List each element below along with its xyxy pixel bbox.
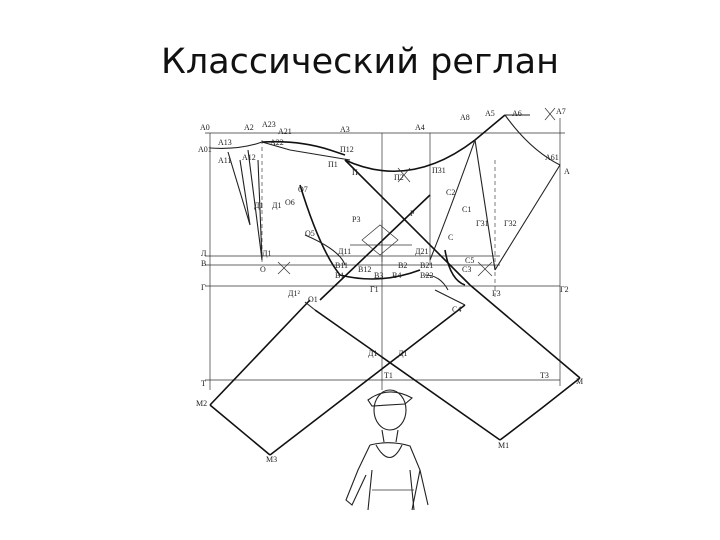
label-r: Р [410, 209, 415, 218]
label-m1: М1 [498, 441, 509, 450]
label-p1: П1 [328, 160, 338, 169]
label-g1: Г1 [370, 285, 379, 294]
label-b12: В12 [358, 265, 371, 274]
label-t1: Т1 [384, 371, 393, 380]
label-a12: А12 [242, 153, 256, 162]
slide-title: Классический реглан [161, 42, 559, 82]
label-a3: А3 [340, 125, 350, 134]
label-m: М [576, 377, 583, 386]
label-g32: Г32 [504, 219, 517, 228]
label-t3: Т3 [540, 371, 549, 380]
label-a61: А61 [545, 153, 559, 162]
label-c5: С5 [465, 256, 474, 265]
label-d1b: Д1 [262, 249, 271, 258]
label-b22: В22 [420, 271, 433, 280]
label-a2: А2 [244, 123, 254, 132]
label-g3: Г3 [492, 289, 501, 298]
back-neck-darts [209, 140, 351, 261]
label-g31: Г31 [476, 219, 489, 228]
label-a22: А22 [270, 138, 284, 147]
label-a7: А7 [556, 107, 566, 116]
label-d11: Д11 [338, 247, 351, 256]
label-l: Л [201, 249, 207, 258]
label-r3: Р3 [352, 215, 360, 224]
label-a21: А21 [278, 127, 292, 136]
label-a: А [564, 167, 570, 176]
label-a11: А11 [218, 156, 231, 165]
label-a8: А8 [460, 113, 470, 122]
cross-marks [277, 107, 556, 277]
label-j2: Д1 [398, 349, 407, 358]
label-o6: О6 [285, 198, 295, 207]
armhole-curves [299, 184, 466, 291]
label-d1c: Д1 [272, 201, 281, 210]
construction-lines [205, 118, 565, 390]
label-p2: П2 [394, 173, 404, 182]
label-p31: П31 [432, 166, 446, 175]
label-d21: Д21 [415, 247, 428, 256]
sleeve-right [314, 194, 581, 441]
label-g: Г [201, 283, 206, 292]
label-c2: С2 [446, 188, 455, 197]
label-t: Т [201, 379, 206, 388]
label-a0: А0 [200, 123, 210, 132]
label-a4: А4 [415, 123, 425, 132]
label-a6: А6 [512, 109, 522, 118]
label-o7: О7 [298, 185, 308, 194]
label-c: С [448, 233, 453, 242]
label-b21: В21 [420, 261, 433, 270]
label-m3: М3 [266, 455, 277, 464]
label-b2: В2 [398, 261, 407, 270]
label-a01: А01 [198, 145, 212, 154]
label-b4: В4 [392, 271, 401, 280]
label-o: О [260, 265, 266, 274]
label-b11: В11 [335, 261, 348, 270]
fashion-figure-illustration [345, 389, 429, 511]
label-p12: П12 [340, 145, 354, 154]
label-m2: М2 [196, 399, 207, 408]
label-o5: О5 [305, 229, 315, 238]
point-labels: А0 А2 А23 А21 А3 А4 А8 А5 А6 А7 А61 А А0… [196, 107, 583, 464]
label-d12: Д1² [288, 289, 300, 298]
label-o1: О1 [308, 295, 318, 304]
label-j1: Д1 [368, 349, 377, 358]
label-a5: А5 [485, 109, 495, 118]
label-b1: В1 [335, 271, 344, 280]
label-g2: Г2 [560, 285, 569, 294]
label-c1: С1 [462, 205, 471, 214]
label-b3: В3 [374, 271, 383, 280]
label-c3: С3 [462, 265, 471, 274]
sleeve-left [209, 159, 581, 456]
label-b: В [201, 259, 206, 268]
label-p: П [352, 168, 358, 177]
label-a13: А13 [218, 138, 232, 147]
label-c4: С4 [452, 305, 461, 314]
label-a23: А23 [262, 120, 276, 129]
label-d1a: Д1 [254, 201, 263, 210]
